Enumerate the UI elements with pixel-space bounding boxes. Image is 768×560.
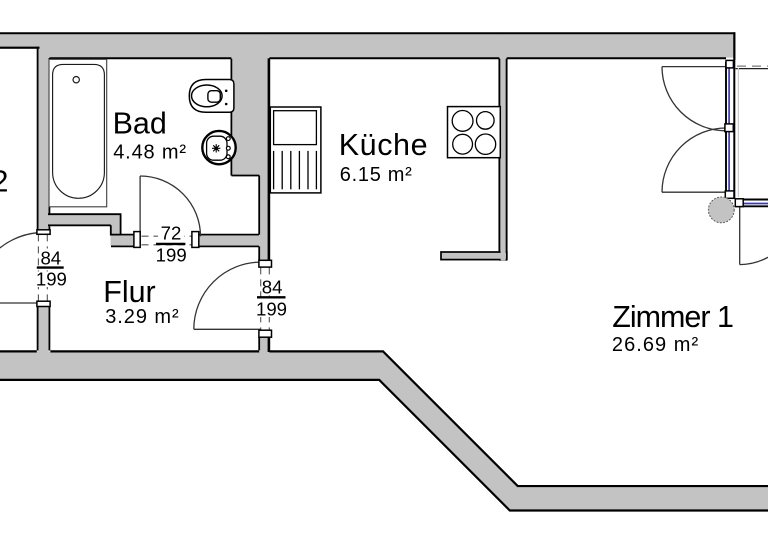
svg-text:199: 199 [256, 298, 287, 319]
svg-text:Flur: Flur [103, 275, 156, 309]
svg-text:Zimmer 1: Zimmer 1 [612, 300, 733, 334]
svg-text:84: 84 [262, 276, 283, 297]
svg-text:26.69 m²: 26.69 m² [612, 334, 699, 356]
svg-text:199: 199 [36, 269, 67, 290]
svg-text:72: 72 [161, 222, 182, 243]
svg-text:2: 2 [0, 165, 8, 199]
svg-text:84: 84 [40, 247, 61, 268]
svg-text:199: 199 [156, 245, 187, 266]
svg-text:4.48 m²: 4.48 m² [113, 141, 187, 163]
svg-text:3.29 m²: 3.29 m² [105, 306, 179, 328]
svg-text:Bad: Bad [113, 107, 167, 141]
svg-text:Küche: Küche [339, 128, 428, 162]
svg-text:6.15 m²: 6.15 m² [340, 164, 413, 186]
